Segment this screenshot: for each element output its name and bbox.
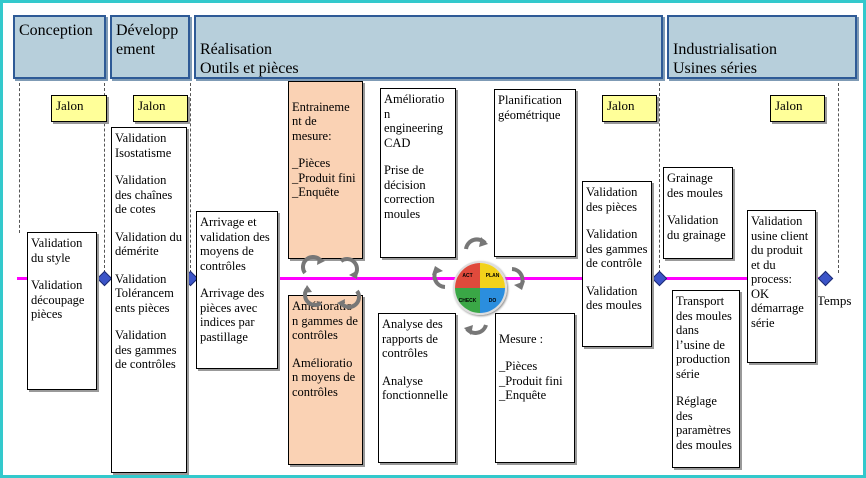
jalon-label: Jalon: [133, 95, 188, 122]
cycle-arrow-icon: [464, 324, 488, 335]
pdca-check: CHECK: [455, 288, 480, 313]
cycle-arrow-icon: [337, 289, 361, 309]
phase-label: Conception: [19, 22, 93, 39]
pdca-act: ACT: [455, 263, 480, 288]
cycle-arrow-icon: [339, 257, 359, 279]
phase-label: Industrialisation Usines séries: [673, 41, 777, 77]
phase-separator: [104, 83, 105, 273]
pdca-wheel-icon: ACT PLAN CHECK DO: [453, 261, 507, 315]
pdca-plan: PLAN: [480, 263, 505, 288]
cycle-arrow-icon: [464, 237, 488, 250]
jalon-label: Jalon: [770, 95, 825, 122]
box-validation-usine-client: Validation usine client du produit et du…: [747, 210, 816, 363]
cycle-arrow-icon: [303, 285, 323, 307]
phase-label: Développ ement: [116, 22, 179, 58]
box-planification: Planification géométrique: [494, 89, 576, 257]
phase-separator: [19, 83, 20, 233]
box-mesure: Mesure :_Pièces _Produit fini _Enquête: [495, 313, 575, 463]
axis-label: Temps: [817, 293, 852, 308]
cycle-arrow-icon: [511, 267, 525, 290]
jalon-label: Jalon: [602, 95, 657, 122]
milestone-diamond: [651, 270, 668, 287]
box-entrainement-mesure: Entraineme nt de mesure:_Pièces _Produit…: [288, 81, 363, 259]
phase-conception: Conception: [13, 15, 106, 79]
phase-separator: [659, 83, 660, 273]
cycle-arrow-icon: [432, 266, 446, 289]
phase-industrialisation: Industrialisation Usines séries: [667, 15, 857, 79]
phase-separator: [190, 83, 191, 273]
jalon-label: Jalon: [51, 95, 107, 122]
phase-label: Réalisation Outils et pièces: [200, 41, 299, 77]
phase-realisation: Réalisation Outils et pièces: [194, 15, 663, 79]
cycle-arrow-icon: [301, 255, 325, 275]
milestone-diamond: [96, 270, 113, 287]
pdca-do: DO: [480, 288, 505, 313]
phase-separator: [838, 83, 839, 273]
phase-developpement: Développ ement: [110, 15, 190, 79]
timeline-axis: [17, 277, 807, 280]
box-arrivage: Arrivage et validation des moyens de con…: [196, 211, 278, 369]
box-transport-moules: Transport des moules dans l’usine de pro…: [672, 290, 740, 468]
